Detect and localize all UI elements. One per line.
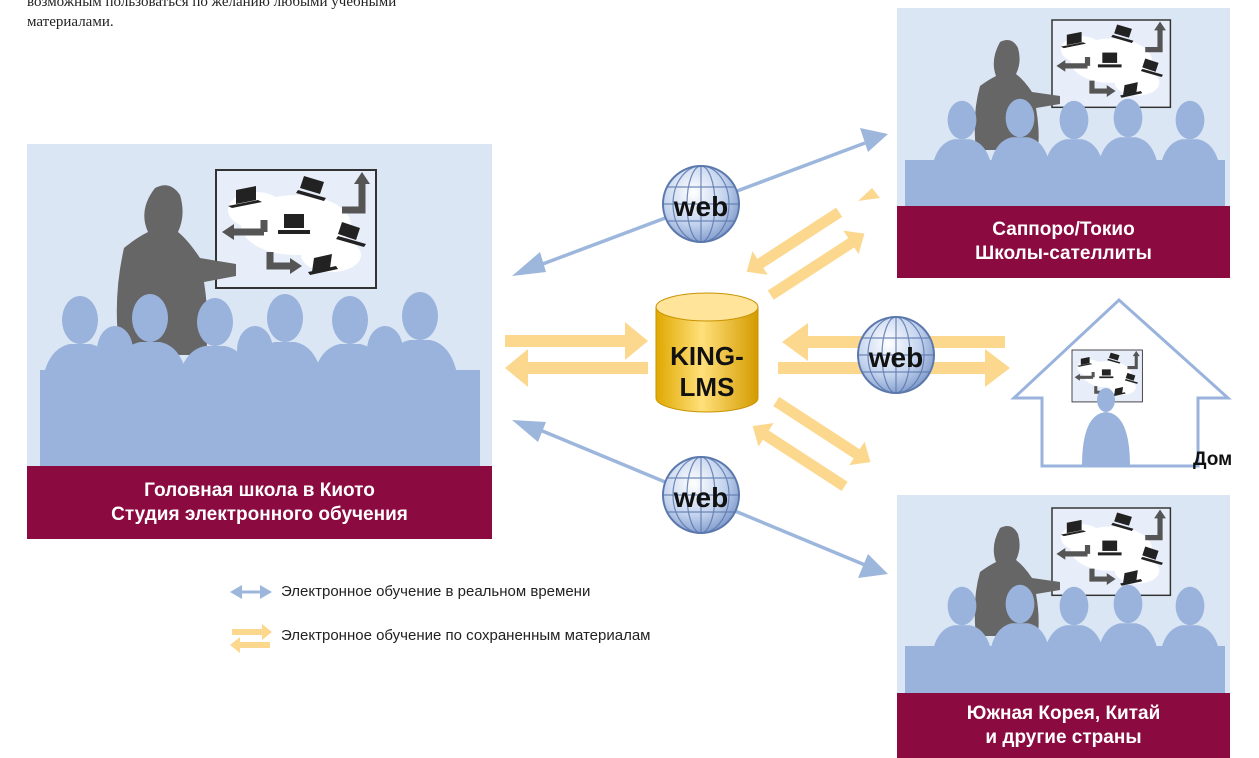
- main-school-label: Головная школа в Киото Студия электронно…: [27, 466, 492, 539]
- intro-line-2: материалами.: [27, 14, 114, 30]
- globe-bottom-label: web: [673, 482, 728, 513]
- legend-realtime-text: Электронное обучение в реальном времени: [281, 583, 591, 600]
- legend-stored-symbol: [230, 624, 272, 653]
- globe-middle-label: web: [868, 342, 923, 373]
- sapporo-label: Саппоро/Токио Школы-сателлиты: [897, 206, 1230, 278]
- korea-label: Южная Корея, Китай и другие страны: [897, 693, 1230, 758]
- server-database-icon: KING- LMS: [655, 292, 759, 413]
- main-school-line-1: Головная школа в Киото: [144, 479, 375, 501]
- korea-line-1: Южная Корея, Китай: [966, 702, 1161, 724]
- sapporo-audience-icon: [905, 98, 1225, 206]
- korea-audience-icon: [905, 584, 1225, 693]
- korea-panel: [897, 495, 1230, 693]
- home-label: Дом: [1193, 449, 1233, 470]
- intro-text: возможным пользоваться по желанию любыми…: [27, 0, 587, 32]
- home-icon: [1010, 297, 1232, 468]
- legend-stored-text: Электронное обучение по сохраненным мате…: [281, 627, 651, 644]
- sapporo-screen-icon: [1052, 20, 1170, 107]
- main-school-panel: [27, 144, 492, 466]
- server-label-line-2: LMS: [680, 372, 735, 402]
- main-screen-icon: [216, 170, 376, 288]
- server-label-line-1: KING-: [670, 341, 744, 371]
- korea-screen-icon: [1052, 508, 1170, 595]
- globe-top-label: web: [673, 191, 728, 222]
- korea-line-2: и другие страны: [985, 726, 1142, 748]
- audience-silhouette-icon: [40, 292, 480, 466]
- intro-line-1: возможным пользоваться по желанию любыми…: [27, 0, 397, 10]
- legend-realtime-symbol: [230, 585, 272, 599]
- globe-icon-middle: web: [857, 316, 935, 394]
- sapporo-panel: [897, 8, 1230, 206]
- globe-icon-top: web: [662, 165, 740, 243]
- sapporo-line-2: Школы-сателлиты: [975, 243, 1152, 264]
- sapporo-teacher-icon: [974, 40, 1060, 150]
- sapporo-line-1: Саппоро/Токио: [992, 219, 1135, 240]
- globe-icon-bottom: web: [662, 456, 740, 534]
- korea-teacher-icon: [974, 526, 1060, 636]
- main-school-line-2: Студия электронного обучения: [111, 503, 408, 525]
